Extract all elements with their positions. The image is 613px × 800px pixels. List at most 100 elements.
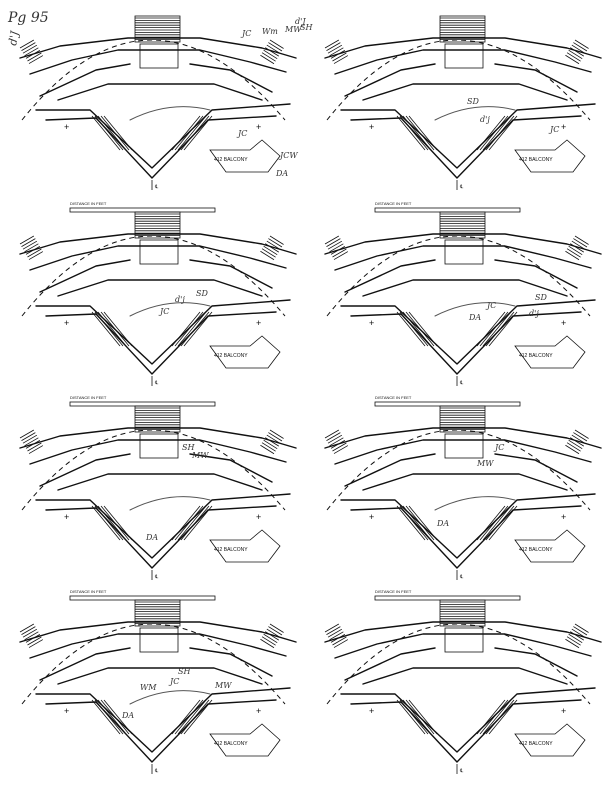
step-line: [180, 505, 210, 541]
lower-left-steps: [91, 505, 133, 541]
pencil-note: JC: [168, 677, 179, 686]
pencil-note: SH: [300, 23, 313, 32]
step-line: [180, 699, 210, 735]
stair-tread: [27, 52, 42, 62]
stair-tread: [568, 245, 583, 255]
step-line: [177, 311, 207, 347]
step-line: [402, 505, 432, 541]
step-line: [177, 699, 207, 735]
lower-v-wall: [35, 493, 291, 559]
sightline-arc: [21, 429, 286, 511]
stair-tread: [573, 626, 588, 636]
pencil-note: JCW: [278, 151, 298, 160]
left-stair-tower: [324, 623, 349, 648]
stair-tread: [19, 39, 35, 49]
lower-right-steps: [476, 699, 518, 735]
reference-cross: +: [256, 512, 261, 522]
stair-tread: [570, 243, 585, 253]
upper-wall: [324, 621, 602, 643]
front-row-wall: [57, 279, 263, 297]
step-line: [174, 699, 204, 735]
step-line: [100, 311, 130, 347]
lower-v-wall: [35, 299, 291, 365]
stair-tread: [333, 639, 349, 648]
lower-left-steps: [91, 311, 133, 347]
pencil-note: DA: [121, 711, 134, 720]
left-stair-tower: [324, 235, 349, 260]
step-line: [488, 699, 518, 735]
left-aisle-wall: [344, 63, 436, 97]
stair-tread: [266, 44, 281, 54]
stair-tread: [565, 54, 580, 65]
step-line: [174, 115, 204, 151]
lower-left-steps: [91, 115, 133, 151]
stair-tread: [327, 44, 343, 54]
lower-right-steps: [476, 311, 518, 347]
front-row-wall: [362, 473, 568, 491]
step-line: [171, 115, 201, 151]
front-row-wall: [362, 83, 568, 101]
stair-tread: [330, 634, 346, 643]
lower-left-steps: [396, 115, 438, 151]
step-line: [183, 311, 213, 347]
stair-tread: [565, 250, 580, 261]
step-line: [171, 505, 201, 541]
stage-stairs: [134, 211, 181, 239]
step-line: [485, 311, 515, 347]
stair-tread: [573, 238, 588, 248]
step-line: [177, 115, 207, 151]
left-aisle-wall: [39, 63, 131, 97]
centerline-mark: ℄: [459, 768, 464, 774]
stair-tread: [263, 633, 278, 643]
lower-left-steps: [91, 699, 133, 735]
pencil-arrow: [129, 690, 211, 705]
step-line: [476, 311, 506, 347]
stair-tread: [27, 442, 42, 452]
step-line: [482, 505, 512, 541]
step-line: [94, 699, 124, 735]
stair-tread: [263, 49, 278, 59]
stage-box: [444, 239, 484, 265]
stair-tread: [571, 44, 586, 54]
lower-v-wall: [340, 299, 596, 365]
right-aisle-wall: [189, 259, 273, 289]
pencil-note: SH: [182, 443, 195, 452]
front-row-wall: [362, 279, 568, 297]
stair-tread: [570, 437, 585, 447]
lower-right-steps: [476, 505, 518, 541]
stair-tread: [324, 623, 340, 633]
ruler-label: DISTANCE IN FEET: [70, 589, 107, 594]
pencil-arrow: [434, 106, 516, 121]
stage-stairs: [134, 15, 181, 43]
right-aisle-wall: [189, 63, 273, 93]
lower-v-wall: [340, 687, 596, 753]
right-aisle-wall: [494, 647, 578, 677]
upper-wall: [19, 37, 297, 59]
page-label: Pg 95: [7, 10, 49, 26]
lower-v-wall: [35, 687, 291, 753]
stair-outline: [439, 599, 486, 627]
pencil-note: WM: [140, 683, 157, 692]
step-line: [482, 311, 512, 347]
stair-tread: [260, 638, 275, 649]
step-line: [180, 115, 210, 151]
stair-tread: [265, 47, 280, 57]
stage-box: [444, 43, 484, 69]
stair-tread: [24, 631, 39, 641]
sightline-arc: [326, 623, 591, 705]
stair-tread: [326, 432, 341, 441]
stair-tread: [266, 434, 281, 444]
right-aisle-wall: [494, 63, 578, 93]
stair-tread: [570, 47, 585, 57]
stair-tread: [260, 444, 275, 455]
pencil-arrow: [129, 496, 211, 511]
reference-cross: +: [64, 706, 69, 716]
stair-tread: [27, 248, 42, 258]
stair-tread: [324, 235, 340, 245]
stair-tread: [324, 429, 340, 439]
lower-v-wall-outer: [45, 311, 277, 375]
step-line: [103, 115, 133, 151]
